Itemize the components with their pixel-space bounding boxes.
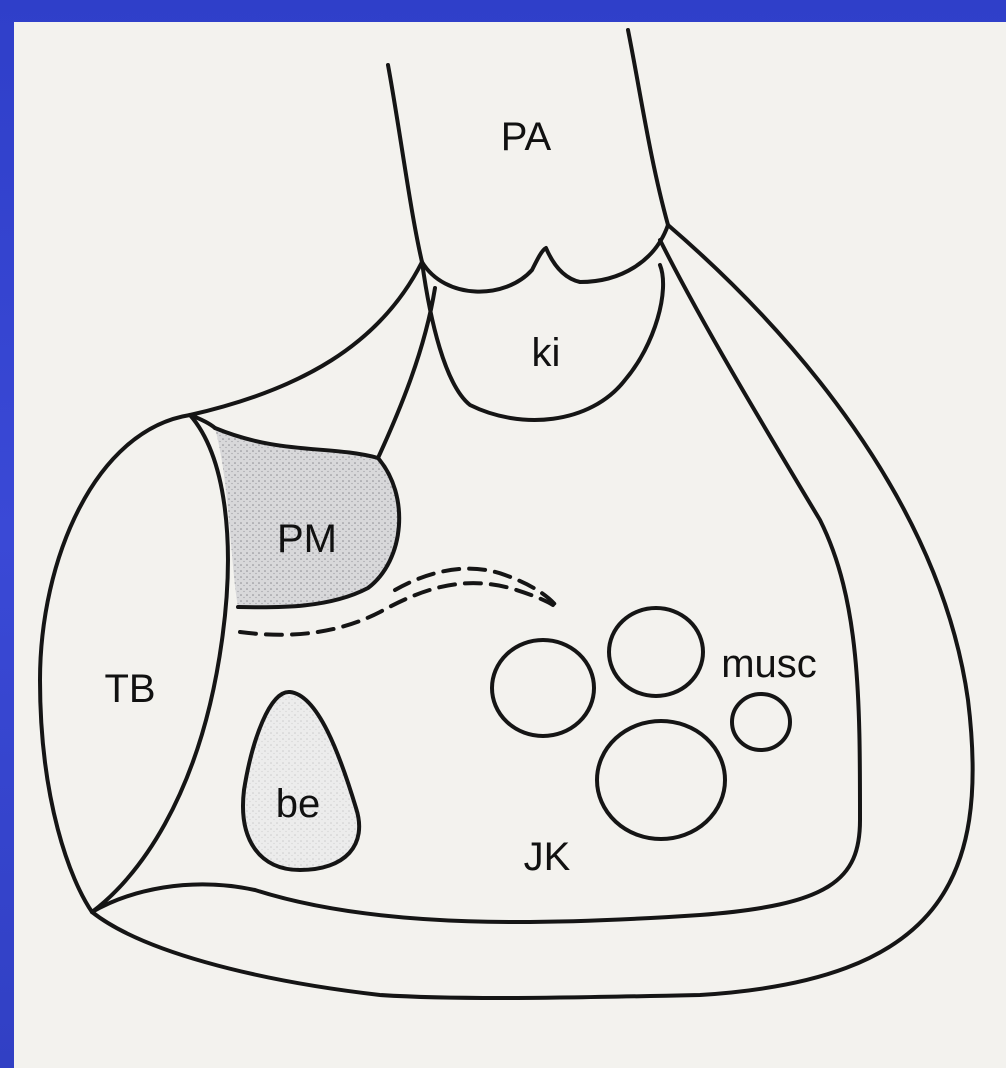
inner-right-wall — [92, 240, 860, 922]
dashed-line-upper — [395, 569, 558, 608]
label-pa: PA — [501, 115, 552, 159]
label-tb: TB — [104, 667, 155, 711]
tb-cut-end — [40, 415, 228, 912]
label-ki: ki — [532, 331, 561, 375]
upper-left-wall — [190, 262, 422, 415]
label-pm: PM — [277, 517, 337, 561]
label-be: be — [276, 782, 321, 826]
muscle-circle-left — [492, 640, 594, 736]
muscle-circle-top — [609, 608, 703, 696]
label-jk: JK — [524, 835, 571, 879]
pa-valve-edge — [422, 225, 668, 292]
muscle-circle-small — [732, 694, 790, 750]
muscle-circle-bottom — [597, 721, 725, 839]
label-musc: musc — [721, 642, 817, 686]
pa-left-wall — [388, 65, 422, 262]
pa-right-wall — [628, 30, 668, 225]
